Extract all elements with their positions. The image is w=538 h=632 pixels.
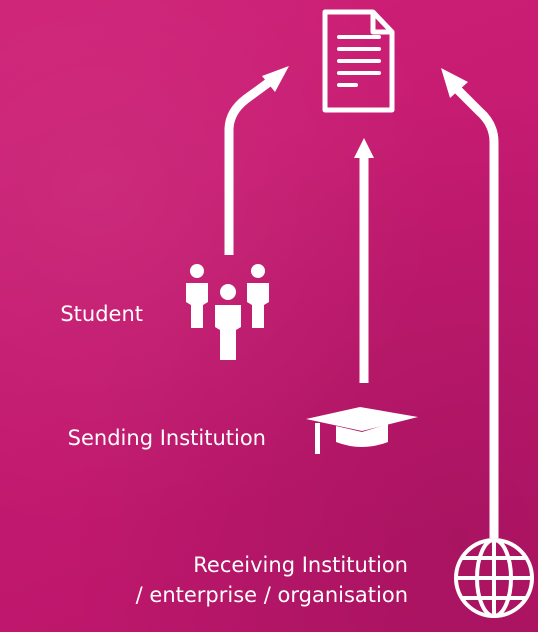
receiving-label-line2: / enterprise / organisation	[135, 583, 408, 607]
people-group-icon	[186, 264, 269, 360]
graduation-cap-icon	[306, 407, 418, 454]
receiving-label-line1: Receiving Institution	[193, 553, 408, 577]
arrow-student-to-document	[224, 66, 289, 255]
arrow-sending-to-document	[354, 138, 374, 383]
student-label: Student	[60, 302, 143, 326]
sending-institution-label: Sending Institution	[67, 426, 266, 450]
receiving-institution-label: Receiving Institution / enterprise / org…	[136, 550, 408, 610]
document-icon	[322, 9, 395, 113]
globe-icon	[454, 538, 534, 618]
arrow-receiving-to-document	[441, 68, 499, 538]
